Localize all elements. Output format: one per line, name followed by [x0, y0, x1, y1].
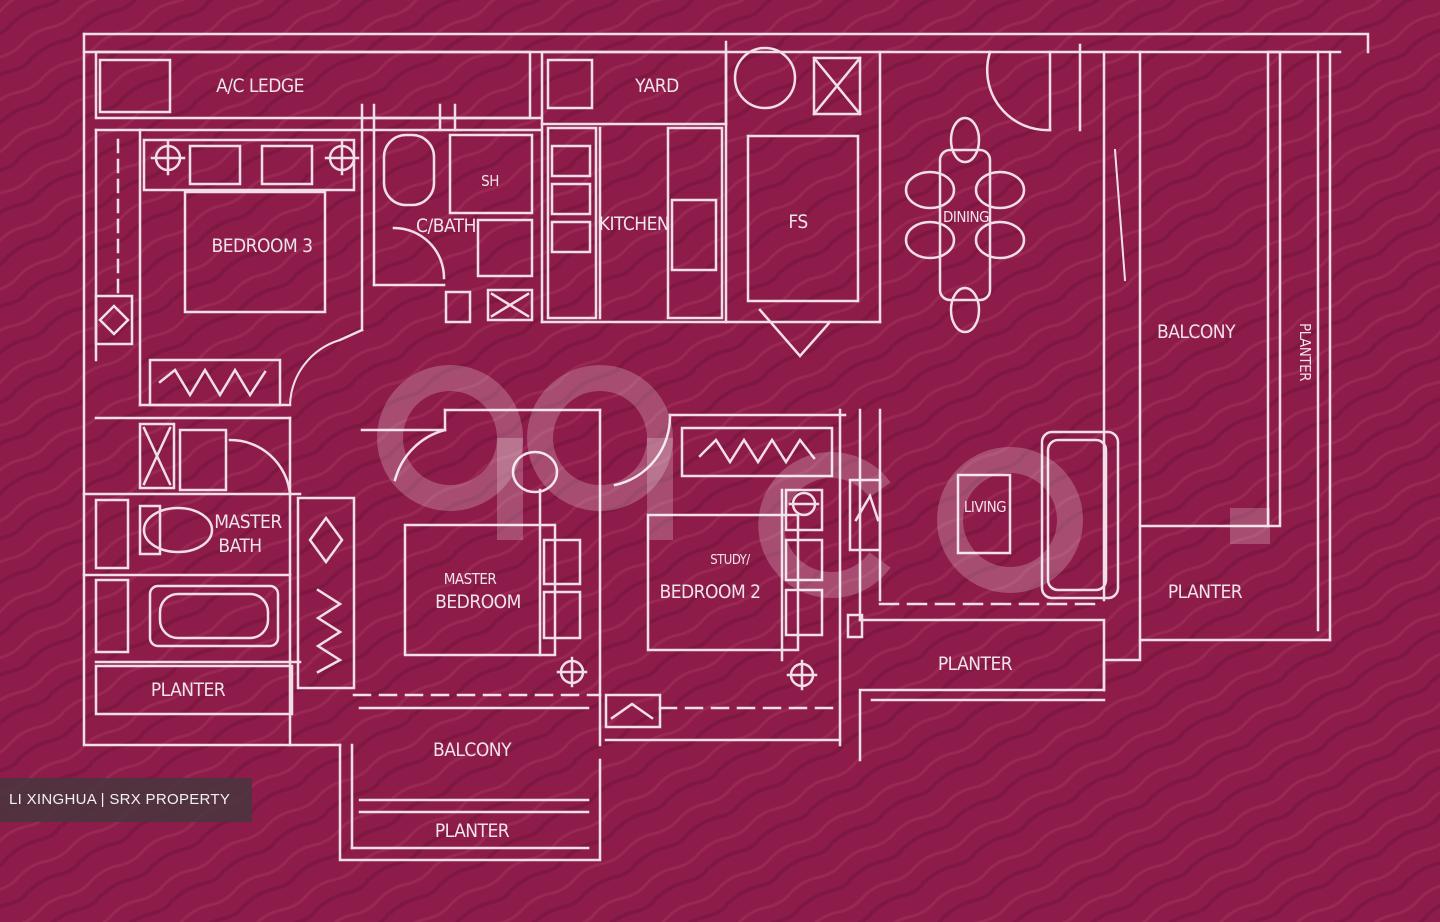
- label-dining: DINING: [943, 208, 989, 226]
- kitchen: [540, 122, 882, 324]
- label-yard: YARD: [634, 75, 679, 97]
- master-bedroom: [296, 408, 602, 747]
- label-planter-right: PLANTER: [1168, 581, 1243, 603]
- label-sh: SH: [481, 172, 499, 190]
- label-bedroom-3: BEDROOM 3: [211, 235, 312, 257]
- balcony-right: [1102, 50, 1282, 642]
- label-bedroom-2-1: STUDY/: [710, 553, 750, 568]
- label-planter-left: PLANTER: [151, 679, 226, 701]
- yard: [540, 40, 862, 126]
- label-fs: FS: [788, 211, 807, 233]
- label-c-bath: C/BATH: [416, 215, 476, 237]
- label-ac-ledge: A/C LEDGE: [216, 75, 304, 97]
- dining-area: [904, 43, 1082, 334]
- label-balcony-right: BALCONY: [1157, 321, 1236, 343]
- ac-ledge: [94, 50, 542, 132]
- bedroom-3: [94, 103, 364, 407]
- label-master-bath-1: MASTER: [214, 511, 282, 533]
- label-planter-vertical: PLANTER: [1296, 323, 1314, 381]
- master-bath: [82, 416, 302, 747]
- family-space: [746, 50, 882, 358]
- label-balcony-bottom: BALCONY: [433, 739, 512, 761]
- planter-center: [858, 618, 1106, 762]
- living-area: [846, 408, 1120, 639]
- room-labels: A/C LEDGE YARD BEDROOM 3 SH C/BATH KITCH…: [151, 75, 1314, 842]
- label-master-bedroom-2: BEDROOM: [435, 591, 521, 613]
- label-master-bedroom-1: MASTER: [444, 570, 497, 588]
- bedroom-2: [604, 408, 847, 747]
- label-master-bath-2: BATH: [218, 535, 261, 557]
- photo-credit: LI XINGHUA | SRX PROPERTY: [0, 778, 252, 822]
- 99co-logo-icon: [377, 365, 1270, 598]
- planter-left: [94, 664, 294, 716]
- balcony-bottom: [358, 706, 590, 814]
- label-planter-bottom: PLANTER: [435, 820, 510, 842]
- label-planter-center: PLANTER: [938, 653, 1013, 675]
- label-bedroom-2-2: BEDROOM 2: [659, 581, 760, 603]
- label-living: LIVING: [964, 498, 1006, 516]
- common-bath: [372, 103, 542, 324]
- label-kitchen: KITCHEN: [599, 213, 669, 235]
